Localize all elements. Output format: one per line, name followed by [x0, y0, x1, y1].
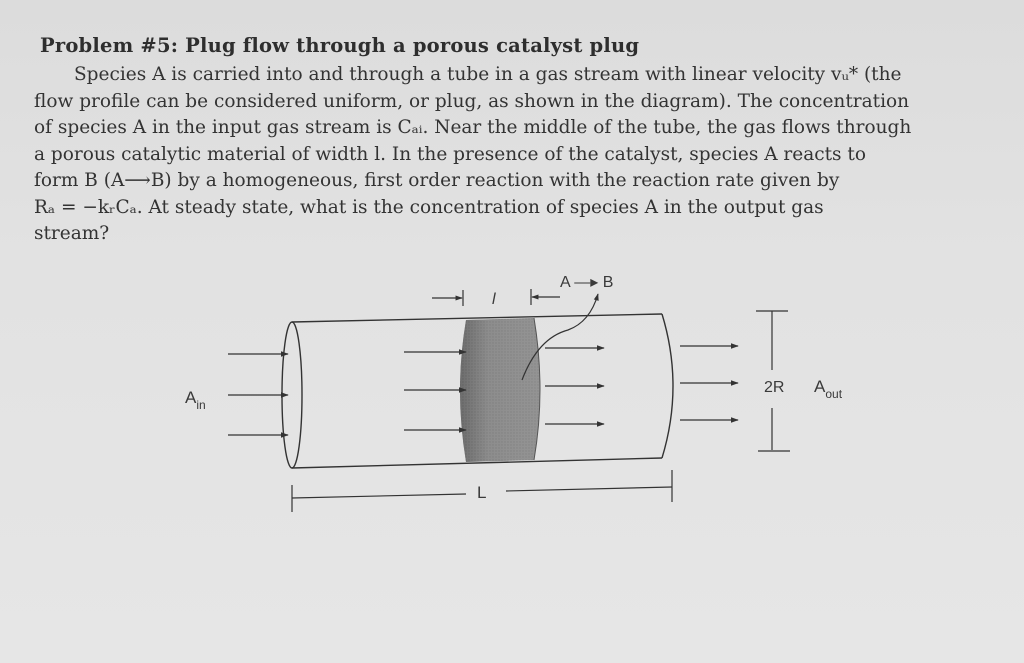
inlet-flow-arrows — [228, 351, 289, 438]
statement-line: Species A is carried into and through a … — [74, 64, 902, 85]
statement-line: stream? — [34, 223, 110, 244]
diameter-label: 2R — [764, 379, 784, 396]
plug-width-label: l — [492, 291, 496, 308]
outlet-flow-arrows — [680, 343, 739, 423]
tube-length-dimension — [291, 470, 673, 512]
reaction-pointer — [521, 293, 599, 381]
plug-width-dimension — [432, 289, 560, 306]
reaction-annotation: A —▸ B — [521, 274, 613, 381]
statement-line: form B (A⟶B) by a homogeneous, first ord… — [34, 170, 840, 191]
inlet-label: Ain — [185, 388, 206, 412]
mid-flow-arrows — [404, 345, 605, 433]
statement-line: a porous catalytic material of width l. … — [34, 143, 866, 165]
tube — [281, 313, 674, 469]
diameter-dimension — [756, 310, 790, 452]
catalyst-plug — [460, 317, 541, 462]
outlet-label: Aout — [814, 377, 843, 401]
reaction-label: A —▸ B — [560, 274, 613, 291]
statement-line: Rₐ = −kᵣCₐ. At steady state, what is the… — [34, 196, 824, 218]
statement-line: of species A in the input gas stream is … — [34, 117, 912, 138]
tube-outlet-end — [661, 313, 674, 459]
problem-title: Problem #5: Plug flow through a porous c… — [40, 34, 640, 57]
problem-statement: Species A is carried into and through a … — [34, 62, 979, 248]
tube-length-label: L — [477, 483, 486, 502]
statement-line: flow profile can be considered uniform, … — [34, 90, 910, 112]
